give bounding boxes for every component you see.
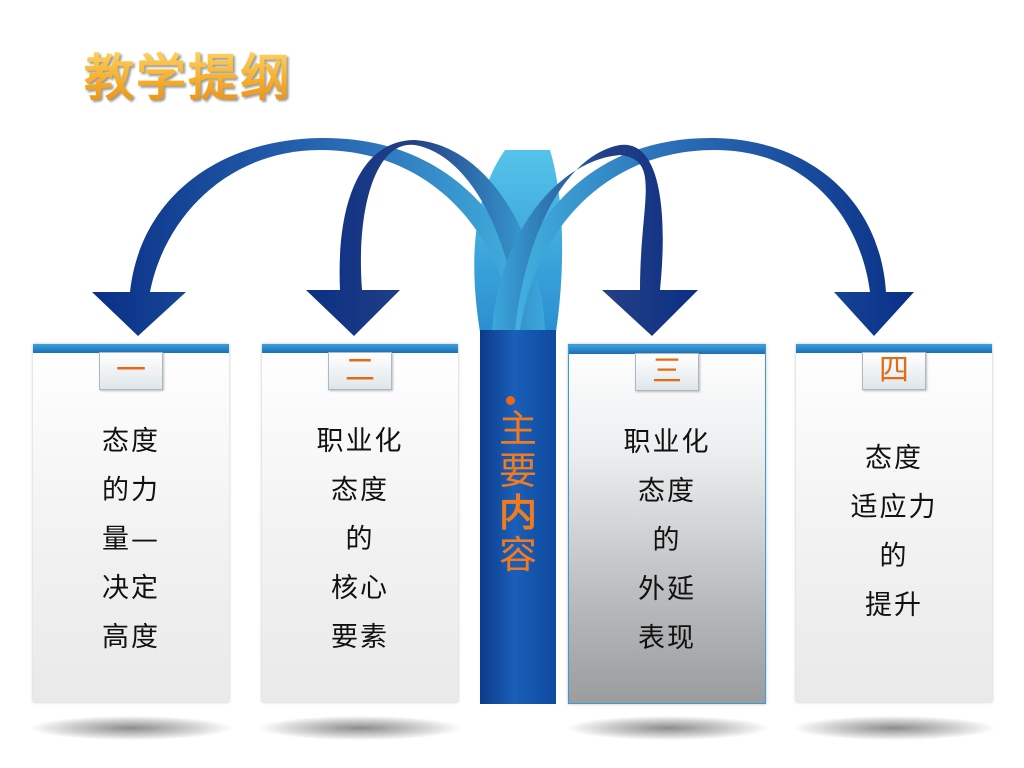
card-shadow	[31, 716, 231, 740]
card-line: 提升	[865, 590, 923, 621]
page-title: 教学提纲	[84, 38, 292, 110]
card-text: 职业化 态度 的 核心 要素	[262, 417, 458, 662]
card-line: 职业化	[316, 426, 404, 457]
card-text: 职业化 态度 的 外延 表现	[569, 418, 765, 663]
card-line: 量—	[102, 524, 160, 555]
card-line: 的	[345, 524, 375, 555]
card-2: 二 职业化 态度 的 核心 要素	[262, 344, 458, 702]
card-line: 的	[652, 525, 682, 556]
card-shadow	[260, 716, 460, 740]
card-top-bar	[262, 344, 458, 353]
card-line: 高度	[102, 622, 160, 653]
card-line: 态度	[102, 426, 160, 457]
card-shadow	[794, 716, 994, 740]
card-badge: 三	[635, 353, 699, 391]
card-text: 态度 适应力 的 提升	[796, 434, 992, 630]
center-label-char: 要	[498, 449, 537, 493]
center-label: 主 要 内 容	[480, 408, 556, 576]
card-line: 表现	[638, 623, 696, 654]
card-top-bar	[569, 345, 765, 354]
card-line: 态度	[638, 476, 696, 507]
card-1: 一 态度 的力 量— 决定 高度	[33, 344, 229, 702]
card-badge: 一	[99, 352, 163, 390]
card-line: 态度	[865, 443, 923, 474]
card-badge: 二	[328, 352, 392, 390]
arrow-right-inner	[492, 144, 698, 336]
card-line: 的	[879, 541, 909, 572]
card-badge: 四	[862, 352, 926, 390]
card-line: 的力	[102, 475, 160, 506]
card-4: 四 态度 适应力 的 提升	[796, 344, 992, 702]
card-line: 职业化	[623, 427, 711, 458]
arrow-left-inner	[306, 140, 545, 336]
arrow-right-outer	[500, 137, 914, 336]
card-top-bar	[796, 344, 992, 353]
card-text: 态度 的力 量— 决定 高度	[33, 417, 229, 662]
card-line: 外延	[638, 574, 696, 605]
bullet-dot	[506, 396, 515, 405]
center-stem: 主 要 内 容	[480, 330, 556, 704]
center-label-char: 主	[498, 407, 537, 451]
card-line: 态度	[331, 475, 389, 506]
card-3: 三 职业化 态度 的 外延 表现	[568, 344, 766, 704]
card-line: 决定	[102, 573, 160, 604]
center-label-char: 内	[498, 491, 537, 535]
card-shadow	[568, 716, 768, 740]
card-top-bar	[33, 344, 229, 353]
center-label-char: 容	[498, 533, 537, 577]
card-line: 适应力	[850, 492, 938, 523]
arrow-left-outer	[92, 137, 540, 336]
card-line: 要素	[331, 622, 389, 653]
card-line: 核心	[331, 573, 389, 604]
